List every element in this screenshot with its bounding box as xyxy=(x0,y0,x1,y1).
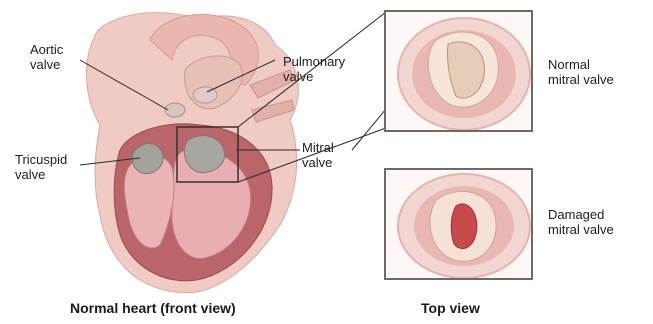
normal-valve-illustration xyxy=(386,12,533,132)
caption-front-view: Normal heart (front view) xyxy=(70,300,236,316)
label-mitral-valve: Mitral valve xyxy=(302,140,334,170)
damaged-valve-inset xyxy=(384,168,533,280)
label-pulmonary-valve: Pulmonary valve xyxy=(283,54,345,84)
label-aortic-valve: Aortic valve xyxy=(30,42,63,72)
label-tricuspid-valve: Tricuspid valve xyxy=(15,152,67,182)
mitral-valve xyxy=(184,136,224,173)
label-damaged-mitral-valve: Damaged mitral valve xyxy=(548,207,614,237)
caption-top-view: Top view xyxy=(421,300,480,316)
label-normal-mitral-valve: Normal mitral valve xyxy=(548,57,614,87)
normal-valve-inset xyxy=(384,10,533,132)
damaged-valve-illustration xyxy=(386,170,533,280)
